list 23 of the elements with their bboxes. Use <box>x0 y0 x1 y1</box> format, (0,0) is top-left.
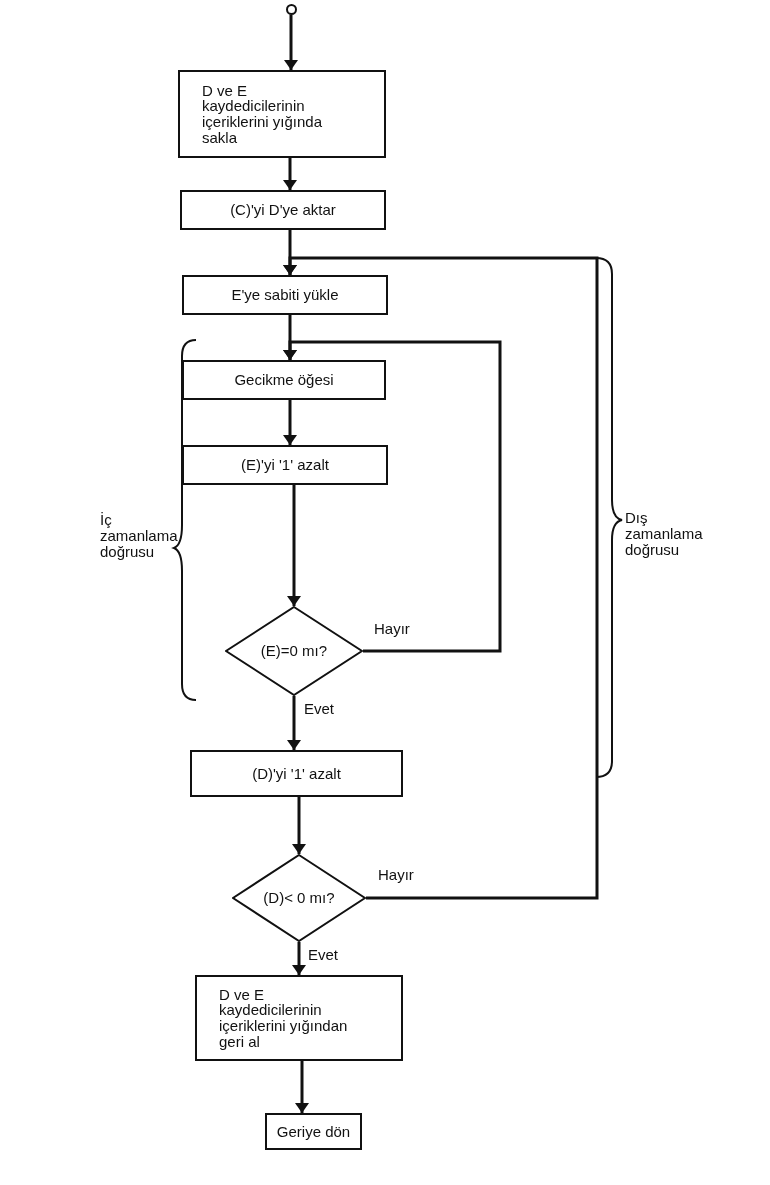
node-text: (E)=0 mı? <box>260 643 328 659</box>
arrow <box>283 256 599 900</box>
arrow <box>284 15 298 70</box>
node-text: (D)'yi '1' azalt <box>252 765 341 782</box>
node-text: Geriye dön <box>276 1123 351 1140</box>
arrow <box>292 797 306 854</box>
arrow <box>287 485 301 606</box>
node-text: Gecikme öğesi <box>234 372 334 388</box>
arrow <box>292 942 306 975</box>
node-text: D ve E kaydedicilerinin içeriklerini yığında sakla <box>202 82 324 146</box>
node-text: (D)< 0 mı? <box>263 890 335 906</box>
arrow <box>287 696 301 750</box>
arrow <box>283 400 297 445</box>
start-circle <box>286 4 297 15</box>
bracket-label: Dış zamanlama doğrusu <box>625 510 704 558</box>
arrow <box>283 158 297 190</box>
arrow <box>295 1061 309 1113</box>
arrow <box>283 340 502 653</box>
bracket-label: İç zamanlama doğrusu <box>100 512 179 560</box>
node-text: E'ye sabiti yükle <box>231 287 339 303</box>
node-text: (E)'yi '1' azalt <box>241 457 329 473</box>
node-text: (C)'yi D'ye aktar <box>230 202 336 218</box>
node-text: D ve E kaydedicilerinin içeriklerini yığından geri al <box>219 986 349 1050</box>
